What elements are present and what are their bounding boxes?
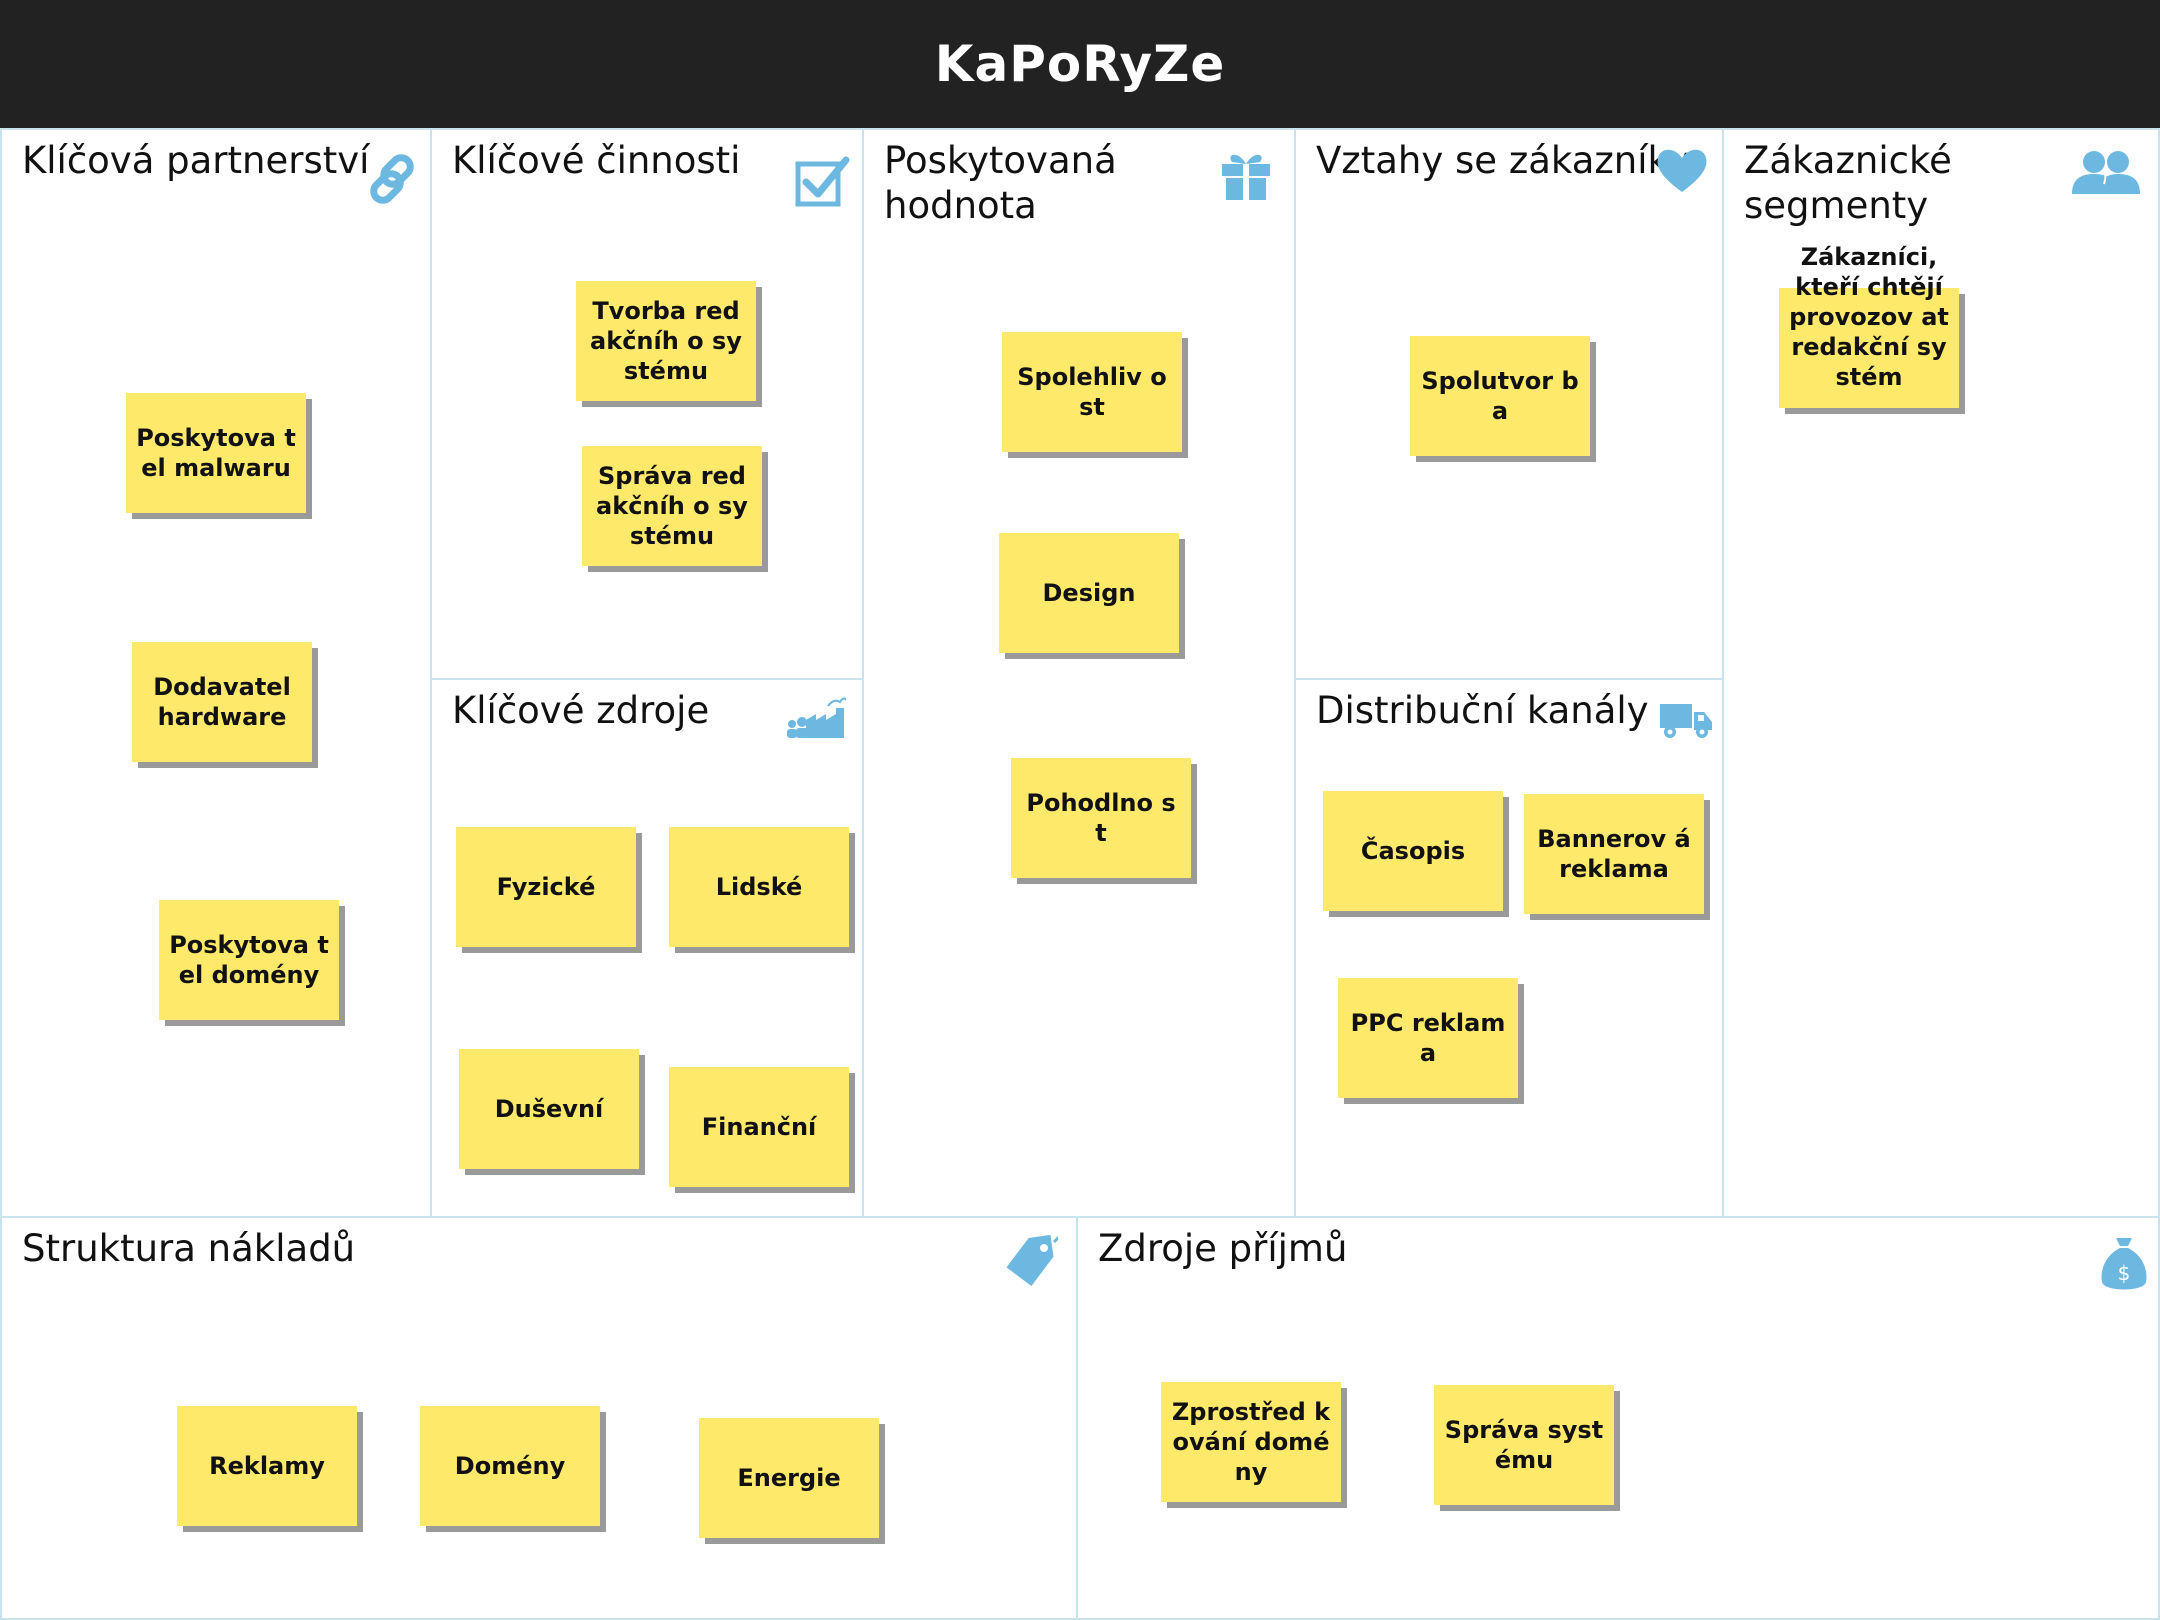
sticky-note[interactable]: Pohodlno st bbox=[1011, 758, 1191, 878]
box-title: Struktura nákladů bbox=[22, 1227, 356, 1270]
box-title: Klíčové činnosti bbox=[452, 139, 741, 182]
money-bag-icon: $ bbox=[2101, 1238, 2147, 1290]
box-value-propositions: Poskytovaná hodnota bbox=[862, 128, 1296, 1218]
factory-icon bbox=[787, 697, 846, 738]
sticky-note[interactable]: Spolehliv ost bbox=[1002, 332, 1182, 452]
box-key-activities: Klíčové činnosti bbox=[430, 128, 864, 680]
checkbox-icon bbox=[795, 156, 850, 207]
sticky-note[interactable]: Domény bbox=[420, 1406, 600, 1526]
box-title: Klíčové zdroje bbox=[452, 689, 710, 732]
truck-icon bbox=[1660, 704, 1712, 738]
box-title: Distribuční kanály bbox=[1316, 689, 1649, 732]
sticky-note[interactable]: Energie bbox=[699, 1418, 879, 1538]
box-title: Klíčová partnerství bbox=[22, 139, 370, 182]
sticky-note[interactable]: Finanční bbox=[669, 1067, 849, 1187]
sticky-note[interactable]: Bannerov á reklama bbox=[1524, 794, 1704, 914]
sticky-note[interactable]: Poskytova tel domény bbox=[159, 900, 339, 1020]
sticky-note[interactable]: Správa systému bbox=[1434, 1385, 1614, 1505]
gift-icon bbox=[1222, 154, 1270, 200]
box-key-resources: Klíčové zdroje bbox=[430, 678, 864, 1218]
box-title: Zákaznické segmenty bbox=[1744, 139, 1952, 227]
box-channels: Distribuční kanály bbox=[1294, 678, 1724, 1218]
sticky-note[interactable]: Duševní bbox=[459, 1049, 639, 1169]
sticky-note[interactable]: Dodavatel hardware bbox=[132, 642, 312, 762]
sticky-note-background bbox=[1779, 288, 1959, 408]
sticky-note[interactable]: PPC reklama bbox=[1338, 978, 1518, 1098]
sticky-note[interactable]: Poskytova tel malwaru bbox=[126, 393, 306, 513]
sticky-note[interactable]: Zákazníci, kteří chtějí provozov at reda… bbox=[1789, 243, 1949, 391]
link-icon bbox=[370, 154, 414, 204]
sticky-note[interactable]: Lidské bbox=[669, 827, 849, 947]
heart-icon bbox=[1657, 149, 1707, 192]
sticky-note[interactable]: Spolutvor ba bbox=[1410, 336, 1590, 456]
sticky-note[interactable]: Design bbox=[999, 533, 1179, 653]
box-title: Zdroje příjmů bbox=[1098, 1227, 1348, 1270]
box-key-partners: Klíčová partnerství bbox=[0, 128, 432, 1218]
sticky-note[interactable]: Zprostřed kování domény bbox=[1161, 1382, 1341, 1502]
box-title: Vztahy se zákazníky bbox=[1316, 139, 1690, 182]
users-icon bbox=[2072, 151, 2140, 194]
svg-text:$: $ bbox=[2118, 1261, 2131, 1285]
sticky-note[interactable]: Reklamy bbox=[177, 1406, 357, 1526]
canvas-title: KaPoRyZe bbox=[0, 0, 2160, 128]
sticky-note[interactable]: Správa redakčníh o systému bbox=[582, 446, 762, 566]
tag-icon bbox=[1006, 1234, 1058, 1287]
sticky-note[interactable]: Časopis bbox=[1323, 791, 1503, 911]
sticky-note[interactable]: Fyzické bbox=[456, 827, 636, 947]
box-title: Poskytovaná hodnota bbox=[884, 139, 1117, 227]
sticky-note[interactable]: Tvorba redakčníh o systému bbox=[576, 281, 756, 401]
